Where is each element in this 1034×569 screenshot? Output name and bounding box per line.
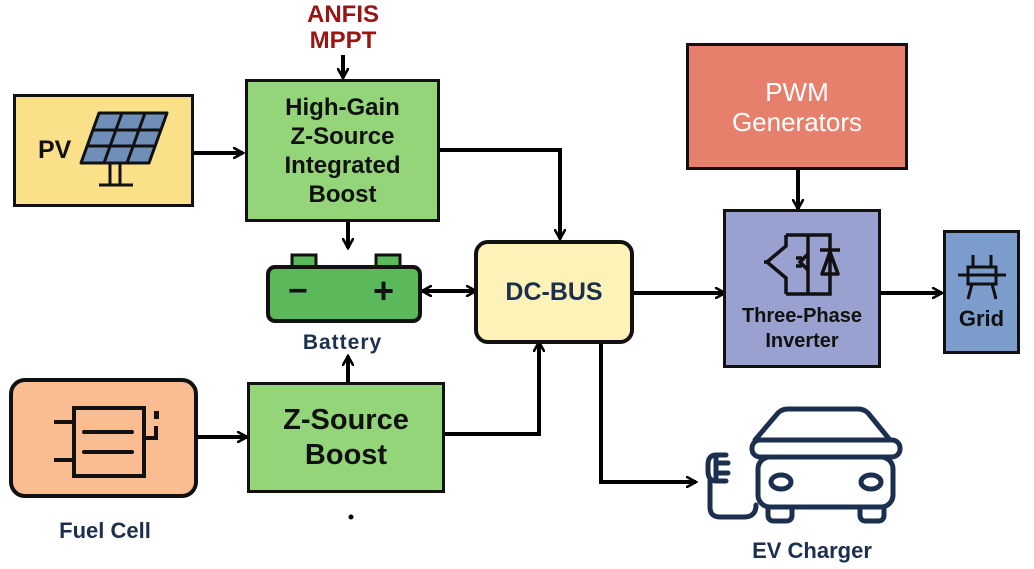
inverter-line2: Inverter <box>765 330 839 352</box>
transmission-tower-icon <box>957 255 1006 300</box>
high-gain-z-source-boost-block[interactable]: High-Gain Z-Source Integrated Boost <box>245 79 440 222</box>
z-source-boost-block[interactable]: Z-Source Boost <box>247 382 445 493</box>
battery-label: Battery <box>302 331 383 354</box>
pwm-line1: PWM <box>765 76 829 107</box>
arrow-hgboost-to-dcbus <box>440 148 560 239</box>
zs-boost-line2: Boost <box>304 438 388 471</box>
grid-label: Grid <box>958 306 1005 332</box>
ev-car-charger-icon <box>705 406 903 524</box>
fuel-cell-icon <box>53 406 159 478</box>
stray-dot <box>348 514 354 520</box>
fuel-cell-label: Fuel Cell <box>59 518 151 543</box>
inverter-line1: Three-Phase <box>741 305 863 327</box>
mppt-label-line1: ANFIS <box>307 1 379 28</box>
fuel-cell-block[interactable] <box>9 378 198 498</box>
battery-block[interactable]: − + <box>264 252 424 324</box>
anfis-mppt-label: ANFIS MPPT <box>290 2 396 54</box>
battery-minus-sign: − <box>288 272 308 310</box>
arrow-zsboost-to-dcbus <box>445 342 539 436</box>
zs-boost-line1: Z-Source <box>283 403 409 436</box>
hg-boost-line1: High-Gain <box>285 93 400 121</box>
battery-icon <box>266 253 422 323</box>
dc-bus-label: DC-BUS <box>505 277 603 306</box>
ev-charger-label: EV Charger <box>752 538 872 563</box>
ev-charger-block[interactable] <box>700 405 910 525</box>
pv-block[interactable]: PV <box>13 94 194 207</box>
pwm-generators-block[interactable]: PWM Generators <box>686 43 908 170</box>
mppt-label-line2: MPPT <box>309 27 377 54</box>
dc-bus-block[interactable]: DC-BUS <box>474 240 634 344</box>
pv-label: PV <box>38 136 72 165</box>
igbt-switch-icon <box>764 233 840 296</box>
three-phase-inverter-block[interactable]: Three-Phase Inverter <box>723 209 881 368</box>
solar-panel-icon <box>79 111 169 186</box>
hg-boost-line4: Boost <box>308 180 377 208</box>
grid-block[interactable]: Grid <box>943 230 1020 354</box>
arrow-dcbus-to-ev <box>599 344 696 482</box>
hg-boost-line3: Integrated <box>284 151 401 179</box>
pwm-line2: Generators <box>731 106 863 137</box>
battery-plus-sign: + <box>373 270 395 311</box>
hg-boost-line2: Z-Source <box>290 122 395 150</box>
